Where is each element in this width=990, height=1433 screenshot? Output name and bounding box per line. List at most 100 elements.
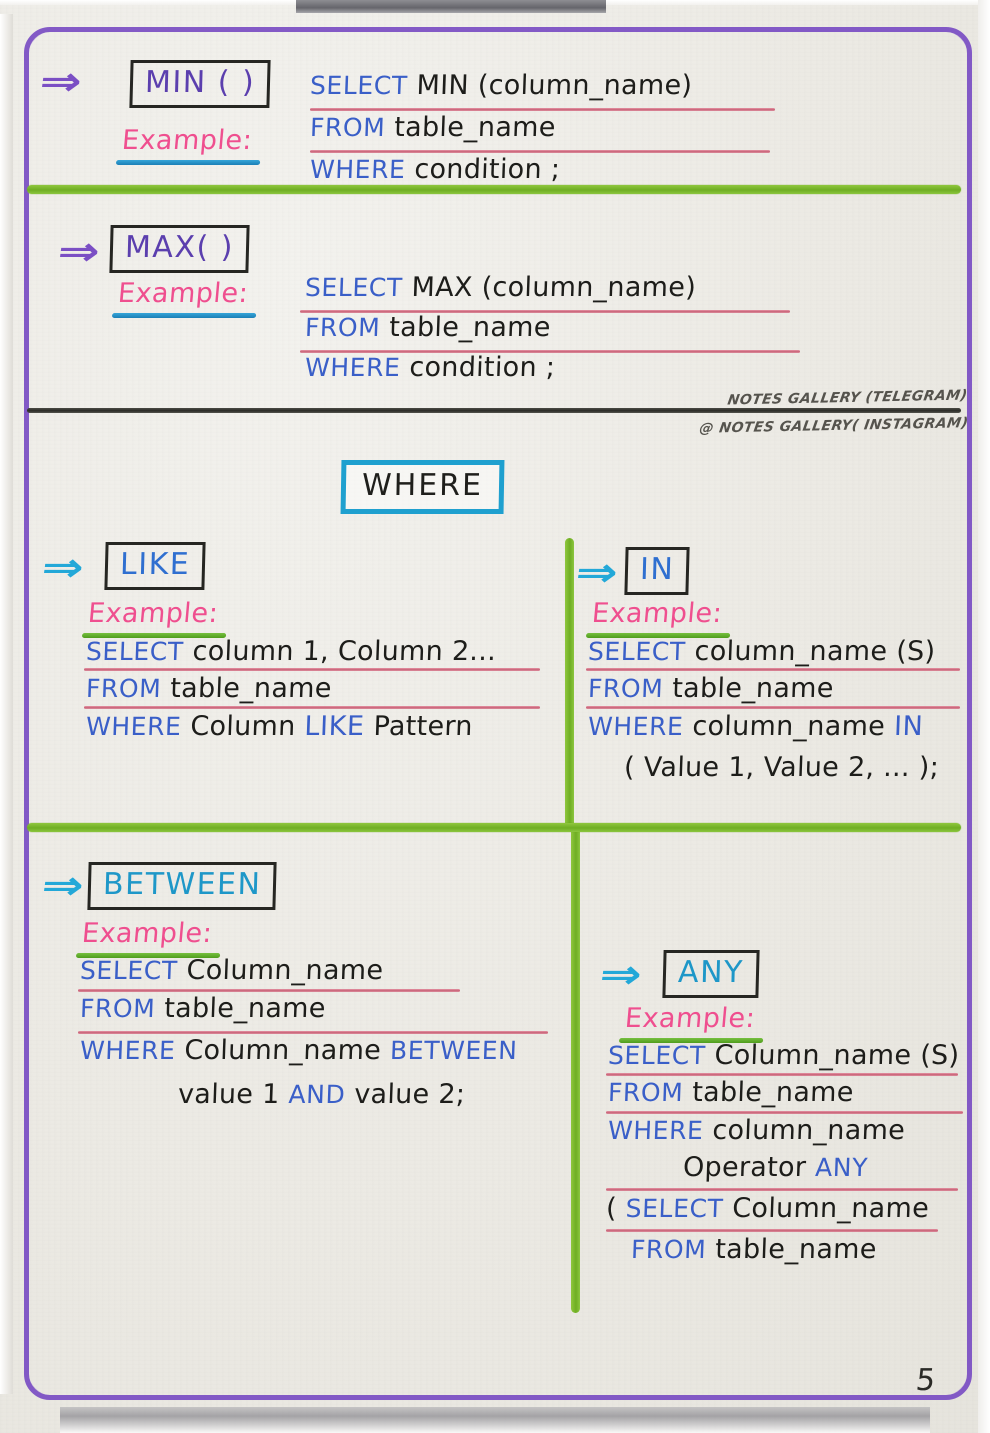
between-code-line-3: WHERE Column_name BETWEEN	[79, 1035, 518, 1066]
min-keyword-box: MIN ( )	[129, 60, 271, 108]
sql-keyword: WHERE	[587, 712, 684, 741]
min-code-line-2: FROM table_name	[309, 112, 556, 143]
underline-rule	[606, 1073, 958, 1076]
divider-green-1	[27, 185, 961, 194]
sql-text: (	[605, 1193, 627, 1224]
sql-keyword: WHERE	[79, 1036, 176, 1065]
sql-text: table_name	[682, 1077, 855, 1108]
scan-edge-right	[978, 0, 990, 1433]
sql-keyword: IN	[893, 711, 924, 742]
arrow-right-icon-min: ⇒	[36, 59, 85, 105]
in-keyword-box: IN	[624, 547, 690, 595]
like-code-line-3: WHERE Column LIKE Pattern	[85, 711, 473, 742]
sql-text: column 1, Column 2...	[183, 636, 497, 667]
sql-keyword: FROM	[309, 113, 386, 142]
scan-edge-left	[0, 14, 13, 1394]
sql-keyword: WHERE	[85, 712, 182, 741]
between-code-line-2: FROM table_name	[79, 993, 326, 1024]
between-code-line-4: value 1 AND value 2;	[177, 1079, 465, 1110]
sql-keyword: SELECT	[587, 637, 687, 666]
underline-rule	[310, 108, 775, 111]
sql-keyword: ANY	[814, 1153, 869, 1182]
sql-text: Column_name	[722, 1193, 930, 1224]
sql-keyword: WHERE	[607, 1116, 704, 1145]
arrow-right-icon-max: ⇒	[54, 229, 103, 275]
sql-text: condition ;	[404, 154, 561, 185]
underline-rule	[300, 310, 790, 313]
sql-keyword: AND	[287, 1080, 346, 1109]
underline-rule	[606, 1111, 963, 1114]
like-code-line-1: SELECT column 1, Column 2...	[85, 636, 496, 667]
any-example-label: Example:	[623, 1003, 757, 1034]
underline-rule	[84, 668, 540, 671]
sql-keyword: BETWEEN	[389, 1036, 518, 1065]
sql-keyword: FROM	[304, 313, 381, 342]
any-code-line-4: Operator ANY	[682, 1152, 868, 1183]
underline-rule	[78, 1031, 548, 1034]
sql-keyword: FROM	[630, 1235, 707, 1264]
sql-text: value 2;	[344, 1079, 466, 1110]
sql-keyword: SELECT	[304, 273, 404, 302]
sql-text: Column	[180, 711, 305, 742]
sql-keyword: WHERE	[304, 353, 401, 382]
sql-keyword: SELECT	[309, 71, 409, 100]
sql-text: table_name	[160, 673, 333, 704]
underline-rule	[84, 706, 540, 709]
in-code-line-1: SELECT column_name (S)	[587, 636, 935, 667]
arrow-right-icon-like: ⇒	[38, 545, 87, 591]
max-code-line-2: FROM table_name	[304, 312, 551, 343]
min-code-line-1: SELECT MIN (column_name)	[309, 70, 692, 101]
sql-text: column_name	[702, 1115, 906, 1146]
sql-text: table_name	[384, 112, 557, 143]
arrow-right-icon-between: ⇒	[38, 863, 87, 909]
in-example-label: Example:	[590, 598, 724, 629]
scan-edge-bottom-artifact	[60, 1407, 930, 1433]
sql-keyword: LIKE	[303, 711, 366, 742]
max-example-label: Example:	[116, 278, 250, 309]
divider-black-1	[27, 408, 961, 413]
like-code-line-2: FROM table_name	[85, 673, 332, 704]
scan-edge-top-artifact	[296, 0, 606, 13]
sql-keyword: SELECT	[625, 1194, 724, 1223]
sql-text: MIN (column_name)	[407, 70, 693, 101]
sql-text: condition ;	[399, 352, 556, 383]
max-keyword-box: MAX( )	[109, 225, 250, 273]
sql-text: Operator	[682, 1152, 816, 1183]
in-code-line-3: WHERE column_name IN	[587, 711, 923, 742]
sql-keyword: WHERE	[309, 155, 406, 184]
max-code-line-3: WHERE condition ;	[304, 352, 555, 383]
underline-rule	[606, 1229, 938, 1232]
sql-keyword: FROM	[587, 674, 664, 703]
sql-keyword: SELECT	[607, 1041, 707, 1070]
underline-rule	[586, 706, 960, 709]
sql-text: MAX (column_name)	[402, 272, 697, 303]
purple-page-border	[24, 27, 972, 1400]
between-example-label: Example:	[80, 918, 214, 949]
divider-green-vertical-top	[565, 538, 574, 828]
between-keyword-box: BETWEEN	[87, 862, 278, 910]
sql-text: table_name	[154, 993, 327, 1024]
any-code-line-6: FROM table_name	[630, 1234, 877, 1265]
sql-text: table_name	[662, 673, 835, 704]
sql-text: Column_name	[174, 1035, 391, 1066]
sql-keyword: FROM	[607, 1078, 684, 1107]
in-code-line-4: ( Value 1, Value 2, ... );	[623, 752, 940, 783]
max-code-line-1: SELECT MAX (column_name)	[304, 272, 696, 303]
sql-text: Column_name (S)	[705, 1040, 960, 1071]
any-code-line-5: ( SELECT Column_name	[605, 1193, 929, 1224]
any-code-line-1: SELECT Column_name (S)	[607, 1040, 959, 1071]
sql-keyword: FROM	[85, 674, 162, 703]
arrow-right-icon-in: ⇒	[572, 550, 621, 596]
sql-keyword: SELECT	[85, 637, 185, 666]
sql-keyword: SELECT	[79, 956, 179, 985]
where-section-header: WHERE	[340, 460, 505, 514]
underline-rule	[300, 350, 800, 353]
min-code-line-3: WHERE condition ;	[309, 154, 560, 185]
any-code-line-2: FROM table_name	[607, 1077, 854, 1108]
divider-green-vertical-bottom	[571, 828, 580, 1313]
sql-text: table_name	[379, 312, 552, 343]
sql-text: column_name (S)	[685, 636, 936, 667]
sql-text: column_name	[682, 711, 895, 742]
any-keyword-box: ANY	[662, 950, 760, 998]
